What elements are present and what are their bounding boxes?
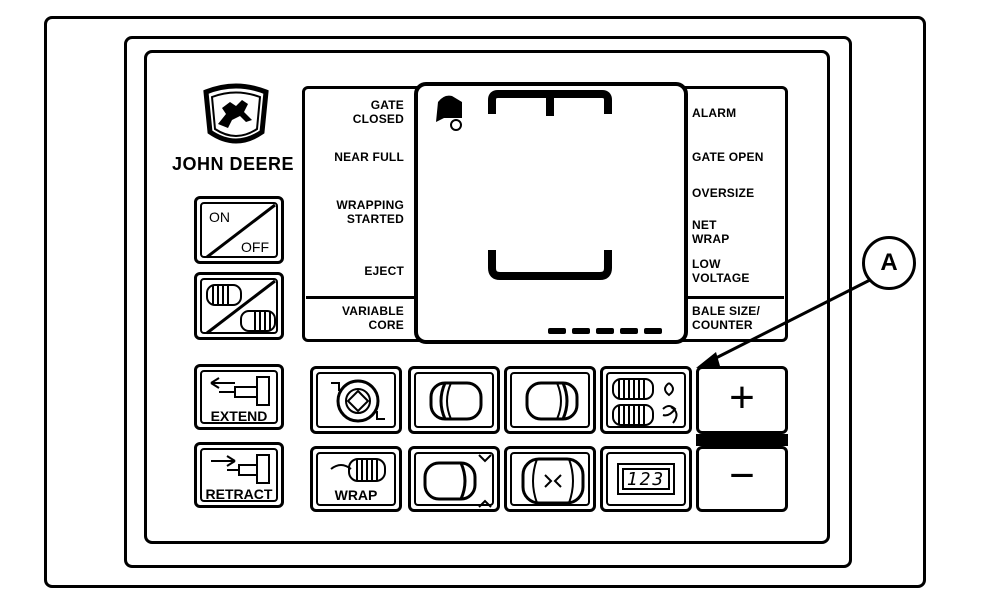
net-wrap-count-button[interactable]: [600, 366, 692, 434]
wrap-icon: [330, 458, 386, 482]
bale-size-adjust-icon: [423, 454, 492, 508]
bale-size-adjust-button[interactable]: [408, 446, 500, 512]
counter-digits: 123: [626, 469, 666, 490]
plus-label: +: [729, 373, 755, 422]
console-panel: [144, 50, 830, 544]
on-label: ON: [209, 209, 230, 225]
bale-swap-icon: [206, 279, 276, 335]
label-near-full: NEAR FULL: [334, 150, 404, 164]
counter-display-icon: 123: [617, 463, 675, 495]
john-deere-logo-icon: [203, 83, 269, 144]
bale-right-icon: [525, 381, 579, 421]
bale-right-button[interactable]: [504, 366, 596, 434]
minus-button[interactable]: −: [696, 446, 788, 512]
rotate-bale-button[interactable]: [310, 366, 402, 434]
bale-left-icon: [429, 381, 483, 421]
on-off-button[interactable]: ON OFF: [194, 196, 284, 264]
rocker-divider: [696, 434, 788, 446]
cylinder-extend-icon: [210, 376, 270, 406]
display-divider-left: [306, 296, 416, 299]
plus-button[interactable]: +: [696, 366, 788, 434]
off-label: OFF: [241, 239, 269, 255]
bale-core-adjust-icon: [521, 457, 585, 505]
brand-name: JOHN DEERE: [171, 154, 295, 174]
label-low-voltage: LOW VOLTAGE: [692, 257, 750, 285]
display-divider-right: [686, 296, 784, 299]
callout-label: A: [880, 249, 898, 276]
counter-button[interactable]: 123: [600, 446, 692, 512]
label-gate-open: GATE OPEN: [692, 150, 764, 164]
label-gate-closed: GATE CLOSED: [352, 98, 404, 126]
baler-icon: [436, 95, 462, 131]
label-net-wrap: NET WRAP: [692, 218, 730, 246]
console-bezel: [124, 36, 852, 568]
bale-mode-button[interactable]: [194, 272, 284, 340]
label-alarm: ALARM: [692, 106, 737, 120]
lcd-segments: [436, 90, 662, 334]
diagonal-divider-icon: [206, 203, 276, 259]
wrap-label: WRAP: [334, 487, 378, 503]
label-bale-size-counter: BALE SIZE/ COUNTER: [692, 304, 761, 332]
label-wrapping-started: WRAPPING STARTED: [336, 198, 404, 226]
wrap-button[interactable]: WRAP: [310, 446, 402, 512]
extend-button[interactable]: EXTEND: [194, 364, 284, 430]
retract-label: RETRACT: [205, 486, 273, 502]
bale-left-button[interactable]: [408, 366, 500, 434]
extend-label: EXTEND: [210, 408, 268, 424]
minus-label: −: [729, 451, 755, 500]
console-housing: [44, 16, 926, 588]
bale-core-adjust-button[interactable]: [504, 446, 596, 512]
label-variable-core: VARIABLE CORE: [341, 304, 404, 332]
retract-button[interactable]: RETRACT: [194, 442, 284, 508]
net-wrap-count-icon: [612, 378, 678, 426]
label-oversize: OVERSIZE: [692, 186, 755, 200]
callout-circle: A: [862, 236, 916, 290]
rotate-bale-icon: [331, 379, 385, 423]
cylinder-retract-icon: [211, 454, 270, 484]
label-eject: EJECT: [364, 264, 404, 278]
